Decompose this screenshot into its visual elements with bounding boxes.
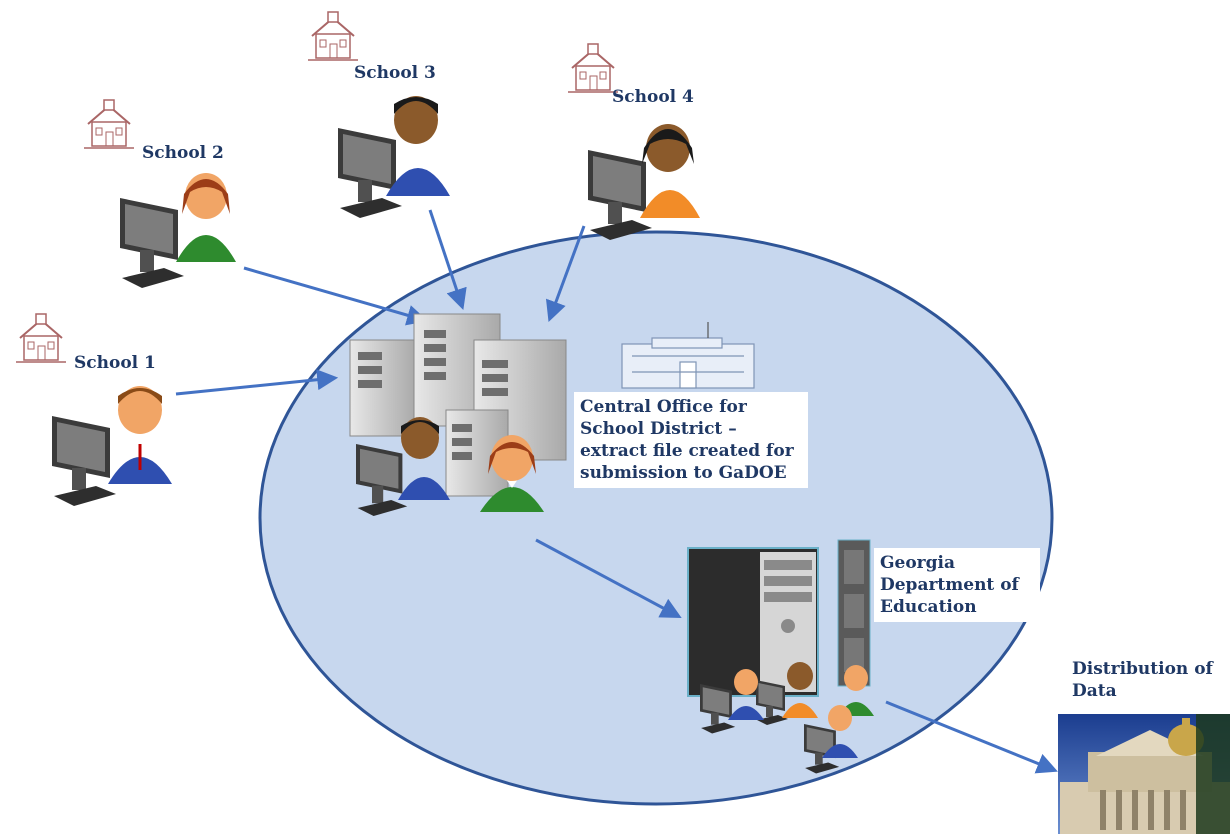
user-person-icon xyxy=(108,386,172,484)
capitol-photo xyxy=(1058,714,1230,834)
arrow-central-to-gadoe xyxy=(535,538,682,618)
arrow-school4-to-central xyxy=(545,225,586,322)
user-person-icon xyxy=(728,669,764,720)
desktop-tower-icon xyxy=(687,539,871,697)
workstation-monitor-icon xyxy=(588,150,652,240)
user-person-icon xyxy=(398,417,450,500)
central-office-label: Central Office for School District – ext… xyxy=(574,392,808,488)
school-1-group xyxy=(15,313,172,506)
school-3-label: School 3 xyxy=(354,63,436,83)
central-office-line-1: Central Office for xyxy=(580,397,747,417)
central-office-line-3: extract file created for xyxy=(580,441,794,461)
central-staff-group xyxy=(356,417,544,516)
school-4-label: School 4 xyxy=(612,87,694,107)
gadoe-line-1: Georgia xyxy=(880,553,955,573)
schoolhouse-icon xyxy=(307,11,359,61)
central-office-line-4: submission to GaDOE xyxy=(580,463,787,483)
schoolhouse-icon xyxy=(567,43,619,93)
gadoe-line-2: Department of xyxy=(880,575,1019,595)
workstation-monitor-icon xyxy=(52,416,116,506)
workstation-monitor-icon xyxy=(120,198,184,288)
gadoe-staff-group xyxy=(700,662,874,774)
office-building-icon xyxy=(621,322,755,389)
arrow-school3-to-central xyxy=(428,209,467,310)
schoolhouse-icon xyxy=(83,99,135,149)
user-person-icon xyxy=(782,662,818,718)
user-person-icon xyxy=(480,435,544,512)
arrow-school2-to-central xyxy=(243,266,429,326)
school-3-group xyxy=(307,11,450,218)
distribution-line-2: Data xyxy=(1072,681,1117,701)
gadoe-line-3: Education xyxy=(880,597,977,617)
workstation-monitor-icon xyxy=(338,128,402,218)
arrow-gadoe-to-distribution xyxy=(885,700,1058,774)
school-2-group xyxy=(83,99,236,288)
distribution-label: Distribution of Data xyxy=(1066,654,1228,706)
gadoe-label: Georgia Department of Education xyxy=(874,548,1040,622)
user-person-icon xyxy=(386,96,450,196)
district-ellipse xyxy=(258,230,1054,806)
flow-arrows xyxy=(175,209,1058,774)
school-1-label: School 1 xyxy=(74,353,156,373)
schoolhouse-icon xyxy=(15,313,67,363)
user-person-icon xyxy=(176,173,236,262)
user-person-icon xyxy=(822,705,858,758)
server-cluster-icon xyxy=(349,313,567,497)
school-4-group xyxy=(567,43,700,240)
user-person-icon xyxy=(640,124,700,218)
school-2-label: School 2 xyxy=(142,143,224,163)
arrow-school1-to-central xyxy=(175,369,339,396)
distribution-line-1: Distribution of xyxy=(1072,659,1213,679)
central-office-line-2: School District – xyxy=(580,419,737,439)
